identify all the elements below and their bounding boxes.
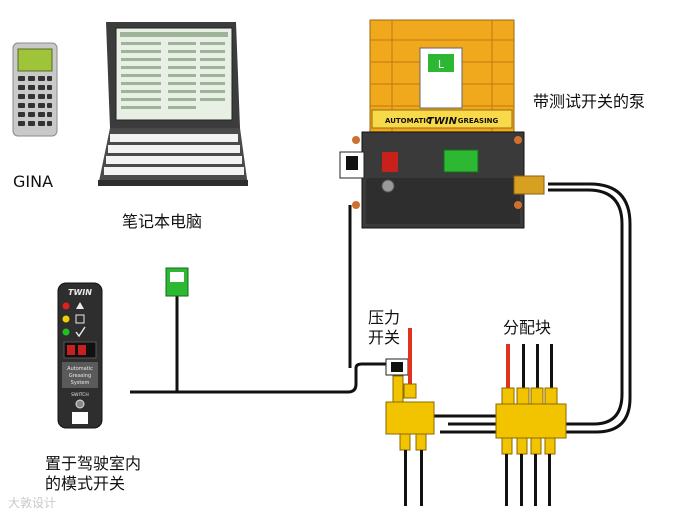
svg-text:L: L — [438, 58, 445, 71]
grease-line-outer — [440, 182, 632, 434]
pump-band-right: GREASING — [458, 117, 499, 125]
label-mode-switch-1: 置于驾驶室内 — [45, 454, 142, 473]
cable-mode-switch-to-pressure-switch — [130, 362, 392, 394]
warning-icon — [76, 302, 84, 309]
label-mode-switch-2: 的模式开关 — [45, 474, 126, 493]
grease-line-inner — [448, 188, 624, 426]
red-indicator-icon — [62, 302, 70, 310]
laptop-screen-form — [120, 32, 228, 109]
mode-switch-text-2: Greasing — [69, 373, 91, 379]
label-pressure-switch-1: 压力 — [368, 308, 401, 327]
grease-lines — [440, 182, 632, 434]
check-icon — [75, 326, 86, 338]
pump-band-brand: TWIN — [427, 116, 458, 127]
label-laptop: 笔记本电脑 — [122, 212, 203, 231]
laptop-keyboard — [104, 134, 244, 175]
mode-switch-switch-label: SWITCH — [71, 392, 89, 398]
left-block — [385, 401, 435, 506]
green-sensor — [165, 267, 189, 297]
gina-keypad — [18, 76, 52, 126]
watermark: 大敦设计 — [8, 496, 57, 510]
mode-switch-text-1: Automatic — [67, 366, 93, 372]
label-pump: 带测试开关的泵 — [533, 92, 646, 111]
pump-icon — [75, 314, 85, 324]
pressure-switch — [385, 328, 417, 403]
mode-switch-text-3: System — [71, 380, 90, 386]
mode-switch-device: TWIN Automatic Greasing System SWITCH — [57, 282, 103, 429]
signal-cables — [130, 205, 392, 394]
label-gina: GINA — [13, 172, 54, 191]
divider-block — [495, 344, 567, 506]
pump-band-left: AUTOMATIC — [385, 117, 431, 125]
switch-button-icon — [75, 399, 85, 409]
label-divider-block: 分配块 — [503, 318, 552, 337]
gina-handheld — [12, 42, 58, 137]
label-pressure-switch-2: 开关 — [368, 328, 401, 347]
yellow-indicator-icon — [62, 315, 70, 323]
pump: L AUTOMATIC TWIN GREASING — [339, 19, 545, 229]
green-indicator-icon — [62, 328, 70, 336]
laptop — [98, 22, 248, 186]
mode-switch-brand: TWIN — [68, 288, 92, 297]
